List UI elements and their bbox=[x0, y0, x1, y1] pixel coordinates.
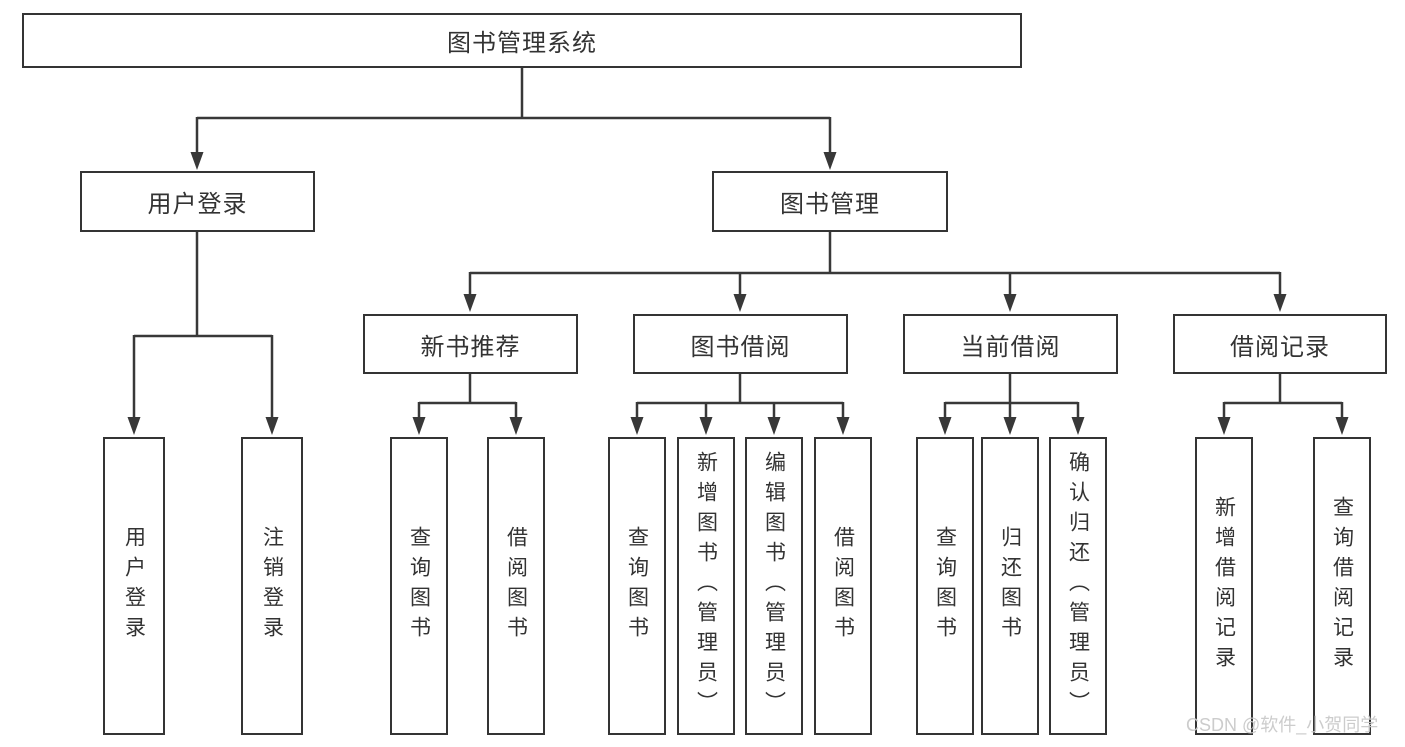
node-book-borrowing: 图书借阅 bbox=[633, 314, 848, 374]
leaf-edit-book-admin: 编辑图书（管理员） bbox=[745, 437, 803, 735]
leaf-label: 借阅图书 bbox=[504, 526, 528, 646]
node-current-borrowing: 当前借阅 bbox=[903, 314, 1118, 374]
leaf-add-borrow-record: 新增借阅记录 bbox=[1195, 437, 1253, 735]
node-book-management: 图书管理 bbox=[712, 171, 948, 232]
node-new-book-recommend: 新书推荐 bbox=[363, 314, 578, 374]
leaf-search-books-borrowing: 查询图书 bbox=[608, 437, 666, 735]
node-user-login: 用户登录 bbox=[80, 171, 315, 232]
leaf-label: 用户登录 bbox=[122, 526, 146, 646]
node-library-system: 图书管理系统 bbox=[22, 13, 1022, 68]
leaf-borrow-books-recommend: 借阅图书 bbox=[487, 437, 545, 735]
leaf-borrow-books-borrowing: 借阅图书 bbox=[814, 437, 872, 735]
leaf-label: 新增图书（管理员） bbox=[694, 451, 718, 721]
leaf-search-books-current: 查询图书 bbox=[916, 437, 974, 735]
leaf-label: 查询借阅记录 bbox=[1330, 496, 1354, 676]
leaf-search-books-recommend: 查询图书 bbox=[390, 437, 448, 735]
leaf-add-book-admin: 新增图书（管理员） bbox=[677, 437, 735, 735]
leaf-label: 新增借阅记录 bbox=[1212, 496, 1236, 676]
leaf-logout: 注销登录 bbox=[241, 437, 303, 735]
leaf-label: 借阅图书 bbox=[831, 526, 855, 646]
leaf-label: 归还图书 bbox=[998, 526, 1022, 646]
leaf-label: 编辑图书（管理员） bbox=[762, 451, 786, 721]
leaf-label: 确认归还（管理员） bbox=[1066, 451, 1090, 721]
leaf-user-login: 用户登录 bbox=[103, 437, 165, 735]
leaf-label: 注销登录 bbox=[260, 526, 284, 646]
leaf-search-borrow-record: 查询借阅记录 bbox=[1313, 437, 1371, 735]
csdn-watermark: CSDN @软件_小贺同学 bbox=[1186, 715, 1379, 735]
leaf-label: 查询图书 bbox=[625, 526, 649, 646]
leaf-label: 查询图书 bbox=[933, 526, 957, 646]
leaf-label: 查询图书 bbox=[407, 526, 431, 646]
leaf-return-books: 归还图书 bbox=[981, 437, 1039, 735]
leaf-confirm-return-admin: 确认归还（管理员） bbox=[1049, 437, 1107, 735]
node-borrowing-records: 借阅记录 bbox=[1173, 314, 1387, 374]
